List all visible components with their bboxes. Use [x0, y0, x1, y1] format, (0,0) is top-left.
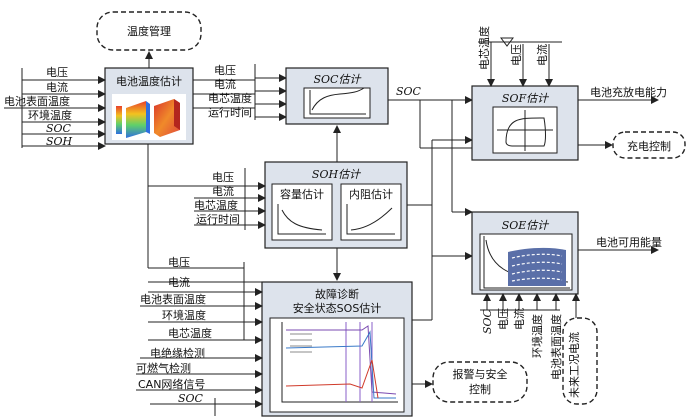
- left-input-current: 电流: [46, 80, 68, 94]
- soe-input-ambient-temp: 环境温度: [530, 314, 544, 358]
- fault-input-current: 电流: [168, 275, 190, 289]
- soh-inputs: 电压 电流 电芯温度 运行时间: [194, 171, 266, 229]
- fault-input-surface-temp: 电池表面温度: [140, 292, 206, 306]
- left-input-voltage: 电压: [46, 66, 68, 79]
- soe-input-surface-temp: 电池表面温度: [549, 314, 563, 380]
- soe-input-soc: SOC: [481, 308, 494, 334]
- sof-input-current: 电流: [535, 44, 549, 66]
- fault-input-cell-temp: 电芯温度: [168, 326, 212, 340]
- soc-estimation-title: SOC估计: [314, 73, 362, 86]
- soh-input-current: 电流: [212, 184, 234, 198]
- left-input-ambient-temp: 环境温度: [28, 108, 72, 122]
- fault-diagnosis-chart: [269, 317, 405, 413]
- soe-bottom-inputs: SOC 电压 电流 环境温度 电池表面温度: [480, 293, 580, 380]
- soe-output-label: 电池可用能量: [596, 235, 662, 249]
- sof-input-voltage: 电压: [510, 44, 523, 66]
- soc-input-voltage: 电压: [214, 64, 236, 77]
- battery-temp-estimation-title: 电池温度估计: [116, 74, 182, 88]
- soe-estimation-title: SOE估计: [502, 219, 550, 232]
- alarm-safety-control-node: [432, 361, 528, 403]
- soh-input-runtime: 运行时间: [196, 213, 240, 226]
- fault-input-insulation: 电绝缘检测: [150, 346, 205, 360]
- soh-input-cell-temp: 电芯温度: [194, 198, 238, 212]
- fault-input-soc: SOC: [178, 392, 204, 405]
- soe-input-voltage: 电压: [497, 308, 510, 330]
- battery-thermal-image: [112, 94, 186, 140]
- sof-estimation-title: SOF估计: [502, 92, 549, 105]
- soc-input-current: 电流: [214, 77, 236, 91]
- alarm-label-line2: 控制: [469, 382, 491, 396]
- fault-input-ambient-temp: 环境温度: [162, 308, 206, 322]
- left-inputs: 电压 电流 电池表面温度 环境温度 SOC SOH: [4, 66, 106, 150]
- left-input-soh: SOH: [46, 135, 73, 148]
- charge-control-label: 充电控制: [627, 139, 671, 153]
- sof-output-label: 电池充放电能力: [590, 85, 667, 99]
- soc-output-label: SOC: [396, 85, 422, 98]
- future-current-node: [562, 317, 598, 405]
- fault-diagnosis-title: 故障诊断: [315, 287, 359, 301]
- sof-input-cell-temp: 电芯温度: [477, 26, 491, 70]
- resistance-estimation-panel: [340, 183, 402, 241]
- temp-management-node: [96, 11, 202, 51]
- sof-top-inputs: 电芯温度 电压 电流: [477, 26, 562, 87]
- soc-curve-chart: [303, 87, 371, 119]
- alarm-label-line1: 报警与安全: [453, 367, 508, 381]
- left-input-soc: SOC: [46, 122, 72, 135]
- capacity-estimation-label: 容量估计: [280, 187, 324, 201]
- resistance-curve: [346, 204, 395, 235]
- capacity-curve: [277, 204, 326, 235]
- resistance-estimation-label: 内阻估计: [349, 187, 393, 201]
- soc-input-cell-temp: 电芯温度: [208, 91, 252, 105]
- sos-estimation-title: 安全状态SOS估计: [293, 301, 382, 315]
- charge-control-node: [612, 131, 686, 159]
- future-current-label: 未来工况电流: [567, 332, 581, 398]
- soe-energy-chart: [479, 233, 573, 291]
- fault-input-can-signal: CAN网络信号: [138, 377, 205, 391]
- soh-estimation-title: SOH估计: [312, 168, 361, 181]
- capacity-estimation-panel: [271, 183, 333, 241]
- sof-hysteresis-chart: [492, 106, 558, 154]
- fault-inputs: 电压 电流 电池表面温度 环境温度 电芯温度 电绝缘检测 可燃气检测 CAN网络…: [136, 256, 263, 416]
- left-input-surface-temp: 电池表面温度: [4, 94, 70, 108]
- soc-input-runtime: 运行时间: [208, 106, 252, 119]
- soc-inputs: 电压 电流 电芯温度 运行时间: [208, 64, 287, 121]
- soe-input-current: 电流: [512, 308, 526, 330]
- fault-input-gas-detection: 可燃气检测: [136, 361, 191, 375]
- fault-input-voltage: 电压: [168, 256, 190, 269]
- soh-input-voltage: 电压: [212, 171, 234, 184]
- temp-management-label: 温度管理: [127, 24, 171, 38]
